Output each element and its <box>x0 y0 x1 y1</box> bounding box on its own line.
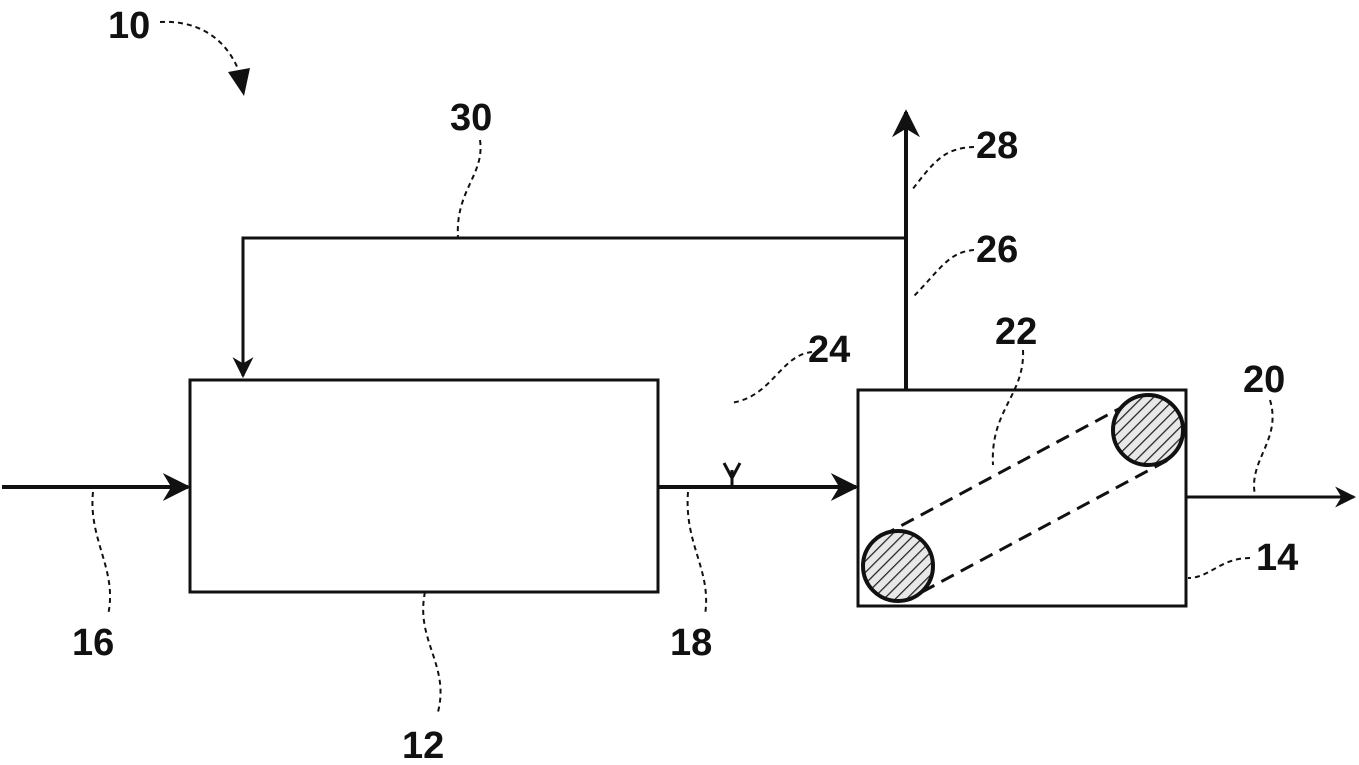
leader-16 <box>91 491 112 616</box>
leader-22 <box>991 349 1025 466</box>
roller-upper-circle <box>1111 393 1185 467</box>
reactor-box <box>188 378 660 594</box>
leader-10 <box>159 20 243 81</box>
label-separator: 14 <box>1256 537 1298 579</box>
leader-12 <box>422 591 442 713</box>
leader-30 <box>456 139 482 239</box>
label-recycle-line: 30 <box>450 97 492 139</box>
label-roller-element: 22 <box>995 311 1037 353</box>
leader-18 <box>686 491 708 616</box>
leader-28 <box>911 146 975 191</box>
leader-26 <box>911 249 975 299</box>
recycle-line <box>232 236 906 379</box>
roller-belt-bottom <box>921 458 1169 594</box>
label-product-outlet: 20 <box>1243 359 1285 401</box>
label-system: 10 <box>108 5 150 47</box>
label-reactor-outlet: 18 <box>670 622 712 664</box>
leader-10-arrow-icon <box>228 68 250 96</box>
label-reactor: 12 <box>402 725 444 765</box>
roller-lower-circle <box>861 529 935 603</box>
leader-20 <box>1253 399 1274 496</box>
leader-24 <box>729 351 813 404</box>
label-injection-point: 24 <box>808 329 850 371</box>
roller-belt-top <box>881 402 1129 538</box>
label-overhead-line: 26 <box>976 229 1018 271</box>
label-vent-line: 28 <box>976 125 1018 167</box>
label-feed-line: 16 <box>72 622 114 664</box>
leader-14 <box>1187 557 1251 579</box>
